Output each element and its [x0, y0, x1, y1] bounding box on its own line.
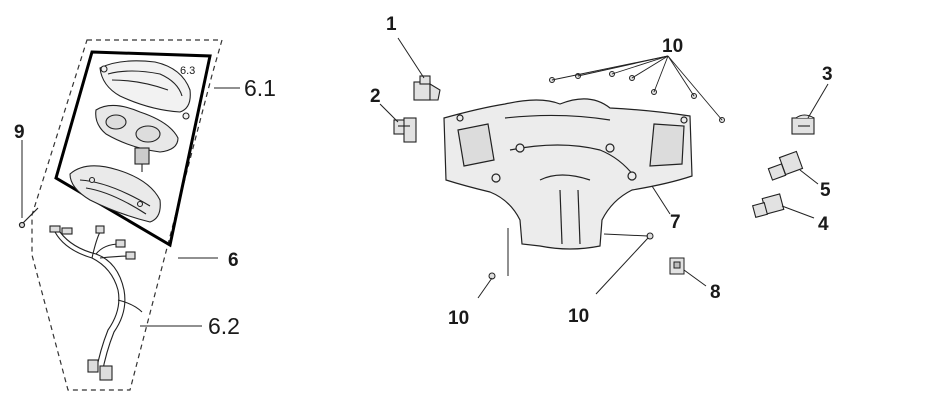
handlebar-cover-part-7 — [443, 98, 693, 250]
label-part-6: 6 — [228, 250, 239, 271]
instrument-lens-cover — [99, 60, 191, 120]
leader-lines-10-top — [551, 55, 723, 121]
clip-part-8 — [669, 257, 685, 275]
instrument-gauge-housing — [95, 104, 179, 172]
label-part-10-left: 10 — [448, 308, 469, 329]
switch-part-3 — [791, 114, 815, 135]
label-part-4: 4 — [818, 214, 829, 235]
leader-line-7 — [651, 185, 671, 215]
switch-part-5 — [767, 150, 804, 181]
label-part-10-top: 10 — [662, 36, 683, 57]
switch-part-2 — [393, 117, 417, 143]
instrument-cluster-frame-6-1 — [54, 50, 212, 248]
leader-line-3 — [807, 83, 829, 119]
screw-set-part-10-top — [549, 71, 725, 123]
leader-line-10-mid — [595, 237, 649, 295]
leader-line-1 — [397, 37, 425, 79]
wiring-harness-part-6-2 — [49, 225, 143, 381]
label-part-6-3: 6.3 — [180, 65, 195, 77]
leader-line-5 — [799, 169, 819, 185]
label-part-6-1: 6.1 — [244, 75, 276, 101]
leader-line-2 — [379, 103, 399, 123]
leader-line-8 — [683, 269, 707, 287]
label-part-1: 1 — [386, 14, 397, 35]
label-part-5: 5 — [820, 180, 831, 201]
label-part-2: 2 — [370, 86, 381, 107]
label-part-10-mid: 10 — [568, 306, 589, 327]
label-part-9: 9 — [14, 122, 25, 143]
switch-part-1 — [413, 75, 441, 101]
leader-line-10-left — [477, 277, 493, 299]
label-part-8: 8 — [710, 282, 721, 303]
instrument-rear-cover — [69, 165, 161, 223]
label-part-3: 3 — [822, 64, 833, 85]
label-part-7: 7 — [670, 212, 681, 233]
screw-part-10-left — [488, 272, 496, 280]
leader-line-4 — [781, 205, 815, 219]
label-part-6-2: 6.2 — [208, 313, 240, 339]
switch-part-4 — [751, 193, 785, 219]
dashed-group-outline-6 — [31, 39, 223, 391]
leader-line-10-mid-rod — [603, 233, 649, 237]
screw-part-9 — [18, 207, 39, 229]
